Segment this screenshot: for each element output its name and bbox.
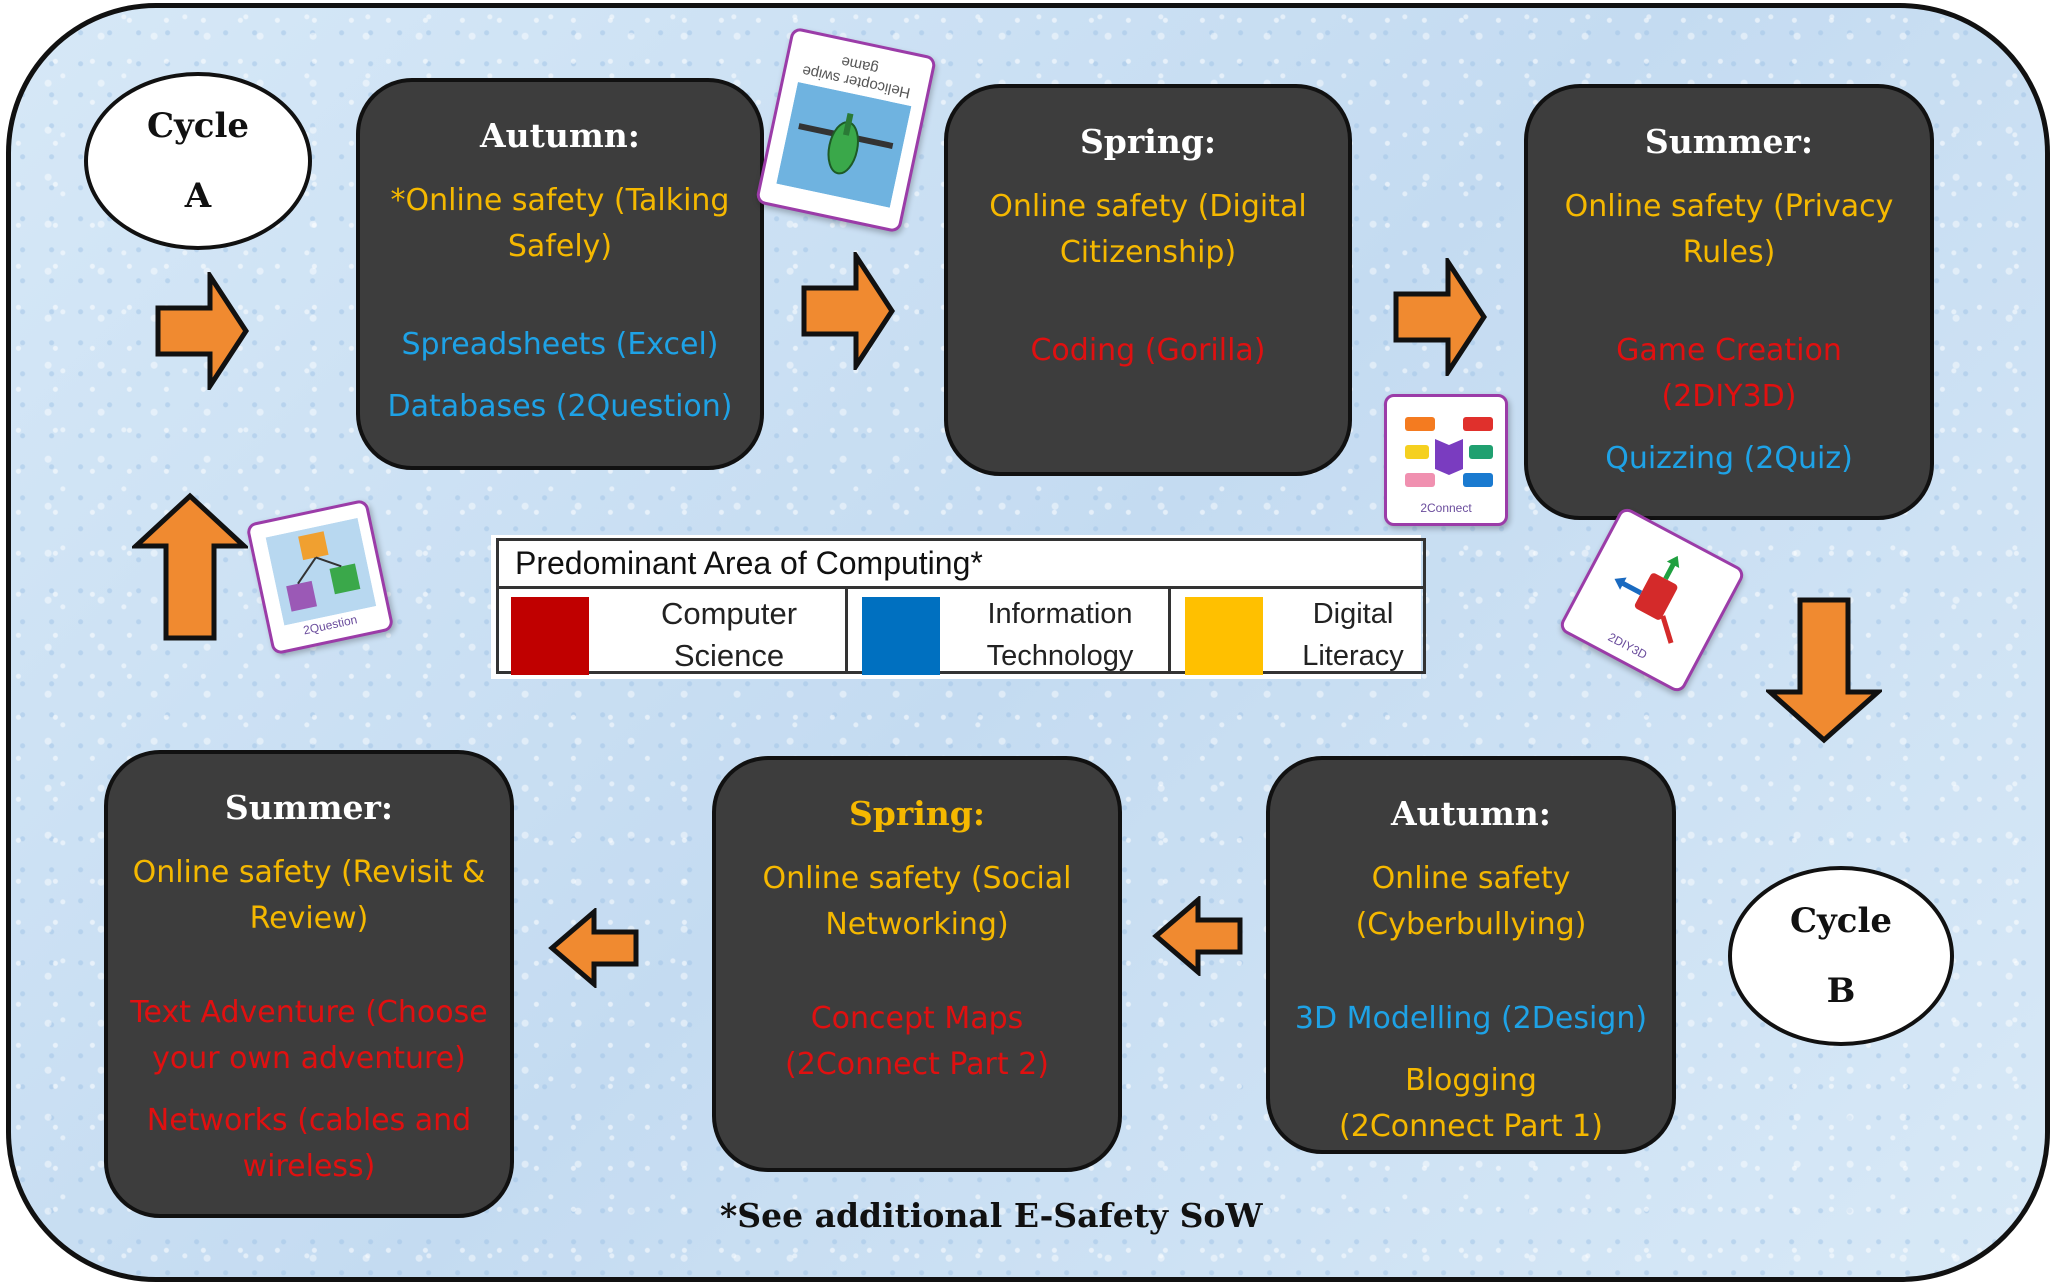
cycle-b-circle: Cycle B [1728, 866, 1954, 1046]
legend-divider [845, 589, 848, 674]
3d-character-icon [1614, 555, 1680, 644]
arrow-left-2-icon [548, 908, 639, 988]
legend-digital-literacy: Digital Literacy [1171, 589, 1423, 675]
cycle-a-circle: Cycle A [84, 72, 312, 250]
top-summer-box: Summer: Online safety (Privacy Rules) Ga… [1524, 84, 1934, 520]
bottom-summer-title: Summer: [224, 788, 394, 827]
flowchart-question-icon [265, 517, 377, 626]
top-summer-line5: Quizzing (2Quiz) [1605, 441, 1853, 476]
legend-dl-label1: Digital [1312, 598, 1394, 630]
bottom-summer-line2: Review) [249, 901, 369, 936]
top-summer-line3: Game Creation [1616, 333, 1842, 368]
bottom-autumn-line5: (2Connect Part 1) [1339, 1109, 1603, 1144]
helicopter-icon [776, 81, 912, 208]
bottom-summer-box: Summer: Online safety (Revisit & Review)… [104, 750, 514, 1218]
concept-map-icon [1405, 417, 1493, 487]
top-autumn-line4: Databases (2Question) [387, 389, 733, 424]
bottom-summer-line4: your own adventure) [152, 1041, 466, 1076]
legend-computer-science: Computer Science [499, 589, 846, 675]
bottom-spring-line1: Online safety (Social [762, 861, 1072, 896]
top-autumn-line1: *Online safety (Talking [390, 183, 730, 218]
bottom-autumn-line1: Online safety [1371, 861, 1571, 896]
2connect-card-label: 2Connect [1420, 501, 1472, 515]
top-spring-line3: Coding (Gorilla) [1030, 333, 1266, 368]
legend-dl-label2: Literacy [1302, 640, 1404, 672]
top-spring-line2: Citizenship) [1059, 235, 1237, 270]
2diy3d-card: 2DIY3D [1557, 505, 1747, 695]
bottom-spring-line3: Concept Maps [810, 1001, 1024, 1036]
bottom-summer-line1: Online safety (Revisit & [132, 855, 486, 890]
top-spring-line1: Online safety (Digital [989, 189, 1307, 224]
bottom-summer-line3: Text Adventure (Choose [130, 995, 488, 1030]
top-summer-line1: Online safety (Privacy [1564, 189, 1894, 224]
legend-cs-swatch [511, 597, 589, 675]
bottom-autumn-line2: (Cyberbullying) [1355, 907, 1587, 942]
top-autumn-title: Autumn: [480, 116, 640, 155]
top-autumn-line2: Safely) [507, 229, 613, 264]
bottom-spring-title: Spring: [848, 794, 986, 833]
top-summer-line4: (2DIY3D) [1661, 379, 1797, 414]
bottom-autumn-title: Autumn: [1391, 794, 1551, 833]
top-autumn-box: Autumn: *Online safety (Talking Safely) … [356, 78, 764, 470]
bottom-summer-line6: wireless) [242, 1149, 376, 1184]
legend-it-swatch [862, 597, 940, 675]
legend-it-label2: Technology [986, 640, 1134, 672]
arrow-right-2-icon [801, 252, 895, 370]
legend: Predominant Area of Computing* Computer … [491, 535, 1426, 679]
cycle-b-line2: B [1826, 971, 1856, 1011]
legend-title: Predominant Area of Computing* [499, 541, 1423, 589]
legend-cs-label2: Science [673, 638, 785, 673]
legend-cs-label1: Computer [660, 596, 798, 631]
arrow-right-3-icon [1393, 258, 1487, 376]
cycle-a-line2: A [184, 176, 212, 216]
legend-it-label1: Information [987, 598, 1133, 630]
bottom-spring-line2: Networking) [825, 907, 1009, 942]
top-spring-title: Spring: [1079, 122, 1217, 161]
cycle-a-line1: Cycle [146, 106, 250, 146]
2question-card: 2Question [245, 498, 395, 656]
arrow-up-icon [132, 492, 248, 641]
bottom-autumn-box: Autumn: Online safety (Cyberbullying) 3D… [1266, 756, 1676, 1154]
legend-divider [1168, 589, 1171, 674]
bottom-autumn-line3: 3D Modelling (2Design) [1294, 1001, 1648, 1036]
cycle-b-line1: Cycle [1789, 901, 1893, 941]
bottom-autumn-line4: Blogging [1405, 1063, 1537, 1098]
bottom-summer-line5: Networks (cables and [146, 1103, 472, 1138]
legend-information-technology: Information Technology [848, 589, 1168, 675]
top-summer-line2: Rules) [1682, 235, 1776, 270]
top-spring-box: Spring: Online safety (Digital Citizensh… [944, 84, 1352, 476]
arrow-down-icon [1766, 597, 1882, 744]
legend-dl-swatch [1185, 597, 1263, 675]
2connect-card: 2Connect [1384, 394, 1508, 526]
helicopter-game-card: Helicopter swipe game [754, 26, 938, 234]
arrow-right-1-icon [155, 272, 249, 390]
bottom-spring-box: Spring: Online safety (Social Networking… [712, 756, 1122, 1172]
arrow-left-1-icon [1152, 896, 1243, 976]
top-autumn-line3: Spreadsheets (Excel) [401, 327, 719, 362]
bottom-spring-line4: (2Connect Part 2) [785, 1047, 1049, 1082]
footnote: *See additional E-Safety SoW [720, 1196, 1263, 1235]
top-summer-title: Summer: [1644, 122, 1814, 161]
